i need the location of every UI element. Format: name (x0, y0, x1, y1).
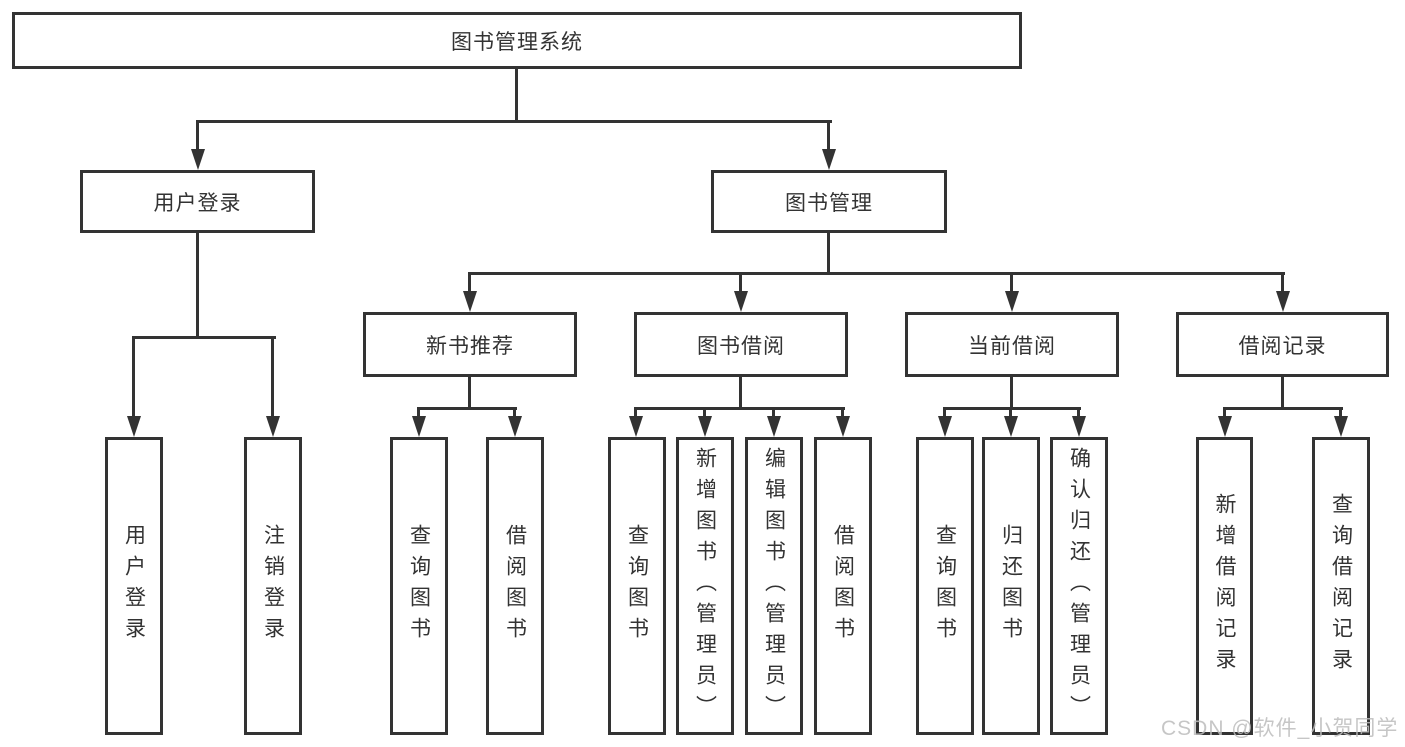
edge-to-new-book-recommend (468, 272, 471, 292)
arrow-to-query-books-2 (629, 416, 643, 437)
edge-user-login-stem (196, 233, 199, 336)
edge-to-query-books-2 (634, 407, 637, 417)
arrow-to-borrow-records (1276, 291, 1290, 312)
edge-book-borrow-stem (739, 377, 742, 407)
edge-book-borrow-branch (634, 407, 845, 410)
leaf-user-login: 用户登录 (105, 437, 163, 735)
leaf-edit-book-admin: 编辑图书（管理员） (745, 437, 803, 735)
edge-to-current-borrow (1010, 272, 1013, 292)
node-borrow-records: 借阅记录 (1176, 312, 1389, 377)
leaf-query-borrow-record: 查询借阅记录 (1312, 437, 1370, 735)
edge-current-borrow-stem (1010, 377, 1013, 407)
edge-to-borrow-records (1281, 272, 1284, 292)
edge-to-query-borrow-record (1339, 407, 1342, 417)
edge-new-book-recommend-stem (468, 377, 471, 407)
node-book-management: 图书管理 (711, 170, 947, 233)
arrow-to-return-book (1004, 416, 1018, 437)
node-current-borrow: 当前借阅 (905, 312, 1119, 377)
edge-to-add-book (703, 407, 706, 417)
edge-to-book-borrow (739, 272, 742, 292)
leaf-add-borrow-record: 新增借阅记录 (1196, 437, 1253, 735)
arrow-to-edit-book (767, 416, 781, 437)
leaf-borrow-books-1: 借阅图书 (486, 437, 544, 735)
leaf-borrow-books-2: 借阅图书 (814, 437, 872, 735)
arrow-to-query-borrow-record (1334, 416, 1348, 437)
leaf-query-books-1: 查询图书 (390, 437, 448, 735)
edge-borrow-records-branch (1223, 407, 1343, 410)
arrow-to-user-login (191, 149, 205, 170)
edge-to-borrow-books-1 (513, 407, 516, 417)
arrow-to-borrow-books-1 (508, 416, 522, 437)
arrow-to-leaf-user-login (127, 416, 141, 437)
leaf-return-book: 归还图书 (982, 437, 1040, 735)
edge-borrow-records-stem (1281, 377, 1284, 407)
edge-to-leaf-user-login (132, 336, 135, 418)
node-new-book-recommend: 新书推荐 (363, 312, 577, 377)
arrow-to-query-books-1 (412, 416, 426, 437)
arrow-to-book-borrow (734, 291, 748, 312)
arrow-to-borrow-books-2 (836, 416, 850, 437)
arrow-to-query-books-3 (938, 416, 952, 437)
edge-user-login-branch (132, 336, 276, 339)
edge-root-stem (515, 69, 518, 120)
arrow-to-leaf-logout (266, 416, 280, 437)
edge-book-management-stem (827, 233, 830, 272)
leaf-confirm-return-admin: 确认归还（管理员） (1050, 437, 1108, 735)
arrow-to-add-book (698, 416, 712, 437)
leaf-add-book-admin: 新增图书（管理员） (676, 437, 734, 735)
edge-to-query-books-3 (943, 407, 946, 417)
edge-to-leaf-logout (271, 336, 274, 418)
node-library-management-system: 图书管理系统 (12, 12, 1022, 69)
edge-book-management-branch (468, 272, 1285, 275)
arrow-to-current-borrow (1005, 291, 1019, 312)
arrow-to-confirm-return (1072, 416, 1086, 437)
edge-new-book-recommend-branch (417, 407, 517, 410)
node-user-login: 用户登录 (80, 170, 315, 233)
edge-root-branch (196, 120, 832, 123)
leaf-query-books-2: 查询图书 (608, 437, 666, 735)
edge-to-return-book (1009, 407, 1012, 417)
edge-to-user-login (196, 120, 199, 150)
watermark-text: CSDN @软件_小贺同学 (1161, 717, 1399, 740)
edge-current-borrow-branch (943, 407, 1081, 410)
edge-to-query-books-1 (417, 407, 420, 417)
edge-to-edit-book (772, 407, 775, 417)
arrow-to-new-book-recommend (463, 291, 477, 312)
node-book-borrow: 图书借阅 (634, 312, 848, 377)
arrow-to-book-management (822, 149, 836, 170)
edge-to-borrow-books-2 (841, 407, 844, 417)
leaf-query-books-3: 查询图书 (916, 437, 974, 735)
arrow-to-add-borrow-record (1218, 416, 1232, 437)
edge-to-add-borrow-record (1223, 407, 1226, 417)
edge-to-book-management (827, 120, 830, 150)
edge-to-confirm-return (1077, 407, 1080, 417)
leaf-logout-login: 注销登录 (244, 437, 302, 735)
